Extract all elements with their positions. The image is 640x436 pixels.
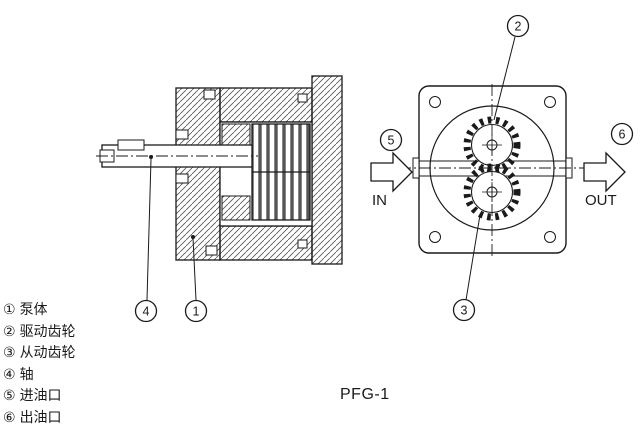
legend-item-number: ① <box>3 301 16 317</box>
callout-6-circle <box>610 122 634 146</box>
shaft-key <box>117 139 145 151</box>
driving-gear-teeth <box>463 116 521 174</box>
front-flange-section <box>311 75 343 265</box>
leader-dot-body <box>191 235 195 239</box>
shaft-seal-bottom <box>175 173 189 184</box>
callout-6: 6 <box>610 122 634 146</box>
bolt-hole-bottom-left <box>429 231 441 243</box>
outlet-label: OUT <box>585 192 617 209</box>
callout-1-circle <box>184 299 208 323</box>
bolt-head-top-right <box>297 93 308 103</box>
callout-3-circle <box>452 298 476 322</box>
leader-dot-shaft <box>149 155 153 159</box>
legend-item-label: 轴 <box>19 365 34 382</box>
inlet-label: IN <box>372 192 387 209</box>
callout-1: 1 <box>184 299 208 323</box>
legend-item-number: ④ <box>3 365 16 382</box>
legend-item-label: 驱动齿轮 <box>19 322 76 339</box>
callout-5-number: 5 <box>388 134 395 148</box>
callout-3-number: 3 <box>461 304 468 318</box>
callout-2-number: 2 <box>515 20 522 34</box>
callout-3: 3 <box>452 298 476 322</box>
callout-4-circle <box>134 299 158 323</box>
bolt-head-top-left <box>203 89 216 100</box>
callout-1-number: 1 <box>193 305 200 319</box>
callout-4-number: 4 <box>143 305 150 319</box>
callout-6-number: 6 <box>619 128 626 142</box>
cross-section-view <box>96 75 343 265</box>
legend-item-label: 泵体 <box>19 301 48 317</box>
leader-lines <box>146 36 516 301</box>
leader-callout-3 <box>465 214 481 301</box>
model-title: PFG-1 <box>340 386 390 403</box>
leader-callout-4 <box>146 158 152 301</box>
bolt-head-bottom-left <box>205 245 218 256</box>
bolt-hole-bottom-right <box>544 231 556 243</box>
bolt-hole-top-right <box>544 96 556 108</box>
flow-arrows <box>370 151 626 193</box>
legend-item-number: ③ <box>3 344 16 360</box>
bearing-bottom-section <box>221 195 251 221</box>
bearing-top-section <box>221 123 251 149</box>
callouts: 2 5 6 4 1 3 <box>134 14 634 323</box>
legend-item-number: ⑥ <box>3 408 16 425</box>
legend-item-label: 进油口 <box>19 387 62 403</box>
front-view <box>399 84 586 256</box>
outlet-arrow-icon <box>583 151 626 193</box>
shaft-seal-top <box>175 129 189 140</box>
leader-callout-1 <box>192 237 197 301</box>
legend-item-label: 出油口 <box>19 408 62 425</box>
legend-item-number: ② <box>3 322 16 339</box>
callout-2-circle <box>506 14 530 38</box>
leader-callout-2 <box>493 36 516 121</box>
housing-bottom-section <box>219 225 313 261</box>
bolt-hole-top-left <box>429 96 441 108</box>
bolt-head-bottom-right <box>297 239 308 249</box>
legend-item-label: 从动齿轮 <box>19 344 76 360</box>
callout-2: 2 <box>506 14 530 38</box>
driven-gear-teeth <box>463 163 521 221</box>
inlet-arrow-icon <box>370 151 413 193</box>
callout-5: 5 <box>379 128 403 152</box>
legend-item-number: ⑤ <box>3 387 16 403</box>
callout-5-circle <box>379 128 403 152</box>
callout-4: 4 <box>134 299 158 323</box>
housing-top-section <box>219 87 313 123</box>
